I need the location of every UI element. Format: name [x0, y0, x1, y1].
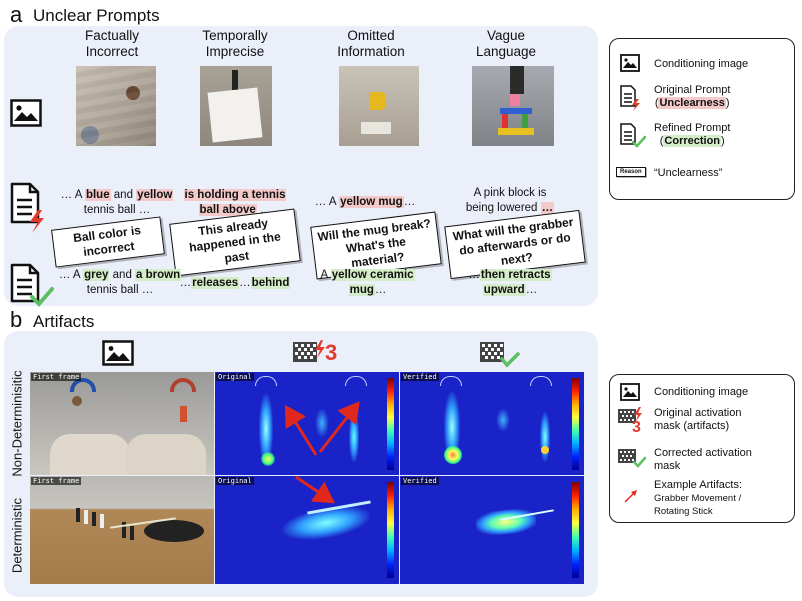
heatmap-verified-non-deterministic: Verified — [400, 372, 584, 475]
row-label-non-deterministic: Non-Determinisitic — [9, 370, 25, 477]
image-icon — [620, 383, 640, 401]
frame-label-original: Original — [216, 477, 254, 485]
refined-prompt-icon — [10, 263, 54, 307]
section-b-title: Artifacts — [33, 312, 95, 331]
section-a-letter: a — [10, 2, 23, 27]
frame-label-first: First frame — [31, 373, 82, 381]
heatmap-verified-deterministic: Verified — [400, 476, 584, 584]
row-label-deterministic: Deterministic — [9, 497, 25, 574]
image-icon — [620, 54, 640, 72]
colorbar — [387, 378, 394, 470]
legend-b-badge: 3 — [632, 419, 641, 436]
legend-a-conditioning: Conditioning image — [654, 58, 749, 70]
photo-yellow-mug — [339, 66, 419, 146]
photo-block-tower — [472, 66, 554, 146]
legend-a-original: Original Prompt(Unclearness) — [654, 84, 731, 109]
first-frame-non-deterministic: First frame — [30, 372, 214, 475]
activation-mask-icon-corrected — [480, 342, 520, 368]
frame-label-original: Original — [216, 373, 254, 381]
activation-mask-icon-original — [293, 340, 325, 362]
arrow-icon — [624, 490, 637, 503]
reason-badge: Reason — [616, 167, 646, 177]
photo-tennis-balls — [76, 66, 156, 146]
legend-b-example: Example Artifacts:Grabber Movement /Rota… — [654, 479, 743, 517]
colorbar — [572, 482, 579, 578]
photo-white-board — [200, 66, 272, 146]
section-b-letter: b — [10, 307, 23, 332]
legend-a-refined: Refined Prompt(Correction) — [654, 122, 731, 147]
col-header-omitted-information: Omitted Information — [337, 28, 405, 59]
refined-prompt-2: …releases…behind — [179, 277, 291, 289]
heatmap-original-deterministic: Original — [215, 476, 399, 584]
first-frame-deterministic: First frame — [30, 476, 214, 584]
colorbar — [387, 482, 394, 578]
refined-prompt-icon — [620, 123, 646, 148]
col-header-temporally-imprecise: Temporally Imprecise — [202, 28, 268, 59]
col-header-factually-incorrect: Factually Incorrect — [84, 28, 140, 59]
image-icon — [10, 99, 42, 127]
legend-a: Conditioning image Original Prompt(Uncle… — [609, 38, 795, 200]
frame-label-verified: Verified — [401, 373, 439, 381]
legend-a-reason: “Unclearness” — [654, 167, 723, 179]
col-header-vague-language: Vague Language — [475, 28, 537, 59]
legend-b: Conditioning image 3 Original activation… — [609, 374, 795, 523]
heatmap-original-non-deterministic: Original — [215, 372, 399, 475]
colorbar — [572, 378, 579, 470]
artifact-count-badge: 3 — [325, 340, 338, 365]
original-prompt-icon — [620, 85, 640, 111]
legend-b-conditioning: Conditioning image — [654, 386, 749, 398]
section-a-title: Unclear Prompts — [33, 6, 160, 25]
original-prompt-3: … A yellow mug… — [314, 196, 416, 208]
activation-mask-icon-corrected — [618, 449, 646, 468]
image-icon — [102, 340, 134, 366]
frame-label-verified: Verified — [401, 477, 439, 485]
frame-label-first: First frame — [31, 477, 82, 485]
activation-mask-icon-original — [618, 407, 642, 423]
original-prompt-icon — [10, 182, 44, 233]
